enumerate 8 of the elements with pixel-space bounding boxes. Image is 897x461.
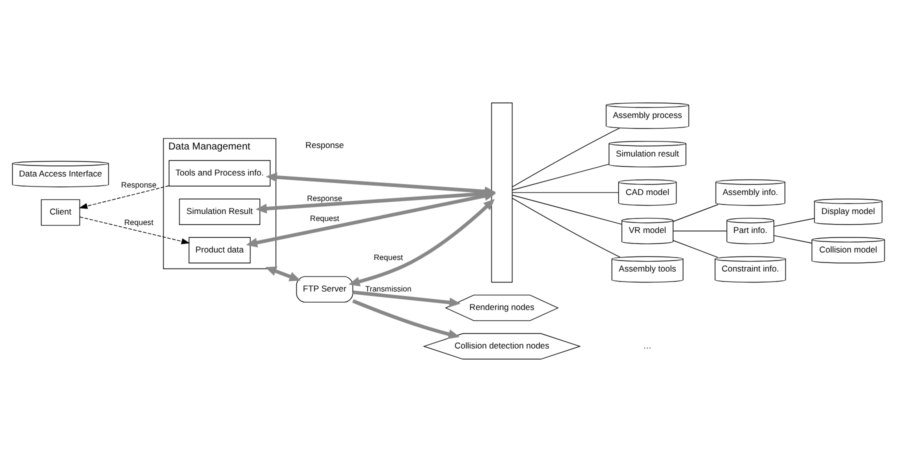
label: Response — [305, 139, 344, 150]
edge-label: Transmission — [365, 284, 412, 293]
edge-label: Response — [307, 193, 342, 202]
label: … — [643, 340, 652, 350]
edge-label: Request — [124, 218, 154, 227]
edge-label: Request — [310, 213, 340, 222]
edge-label: Request — [374, 252, 403, 262]
edge-label: Response — [121, 180, 156, 189]
